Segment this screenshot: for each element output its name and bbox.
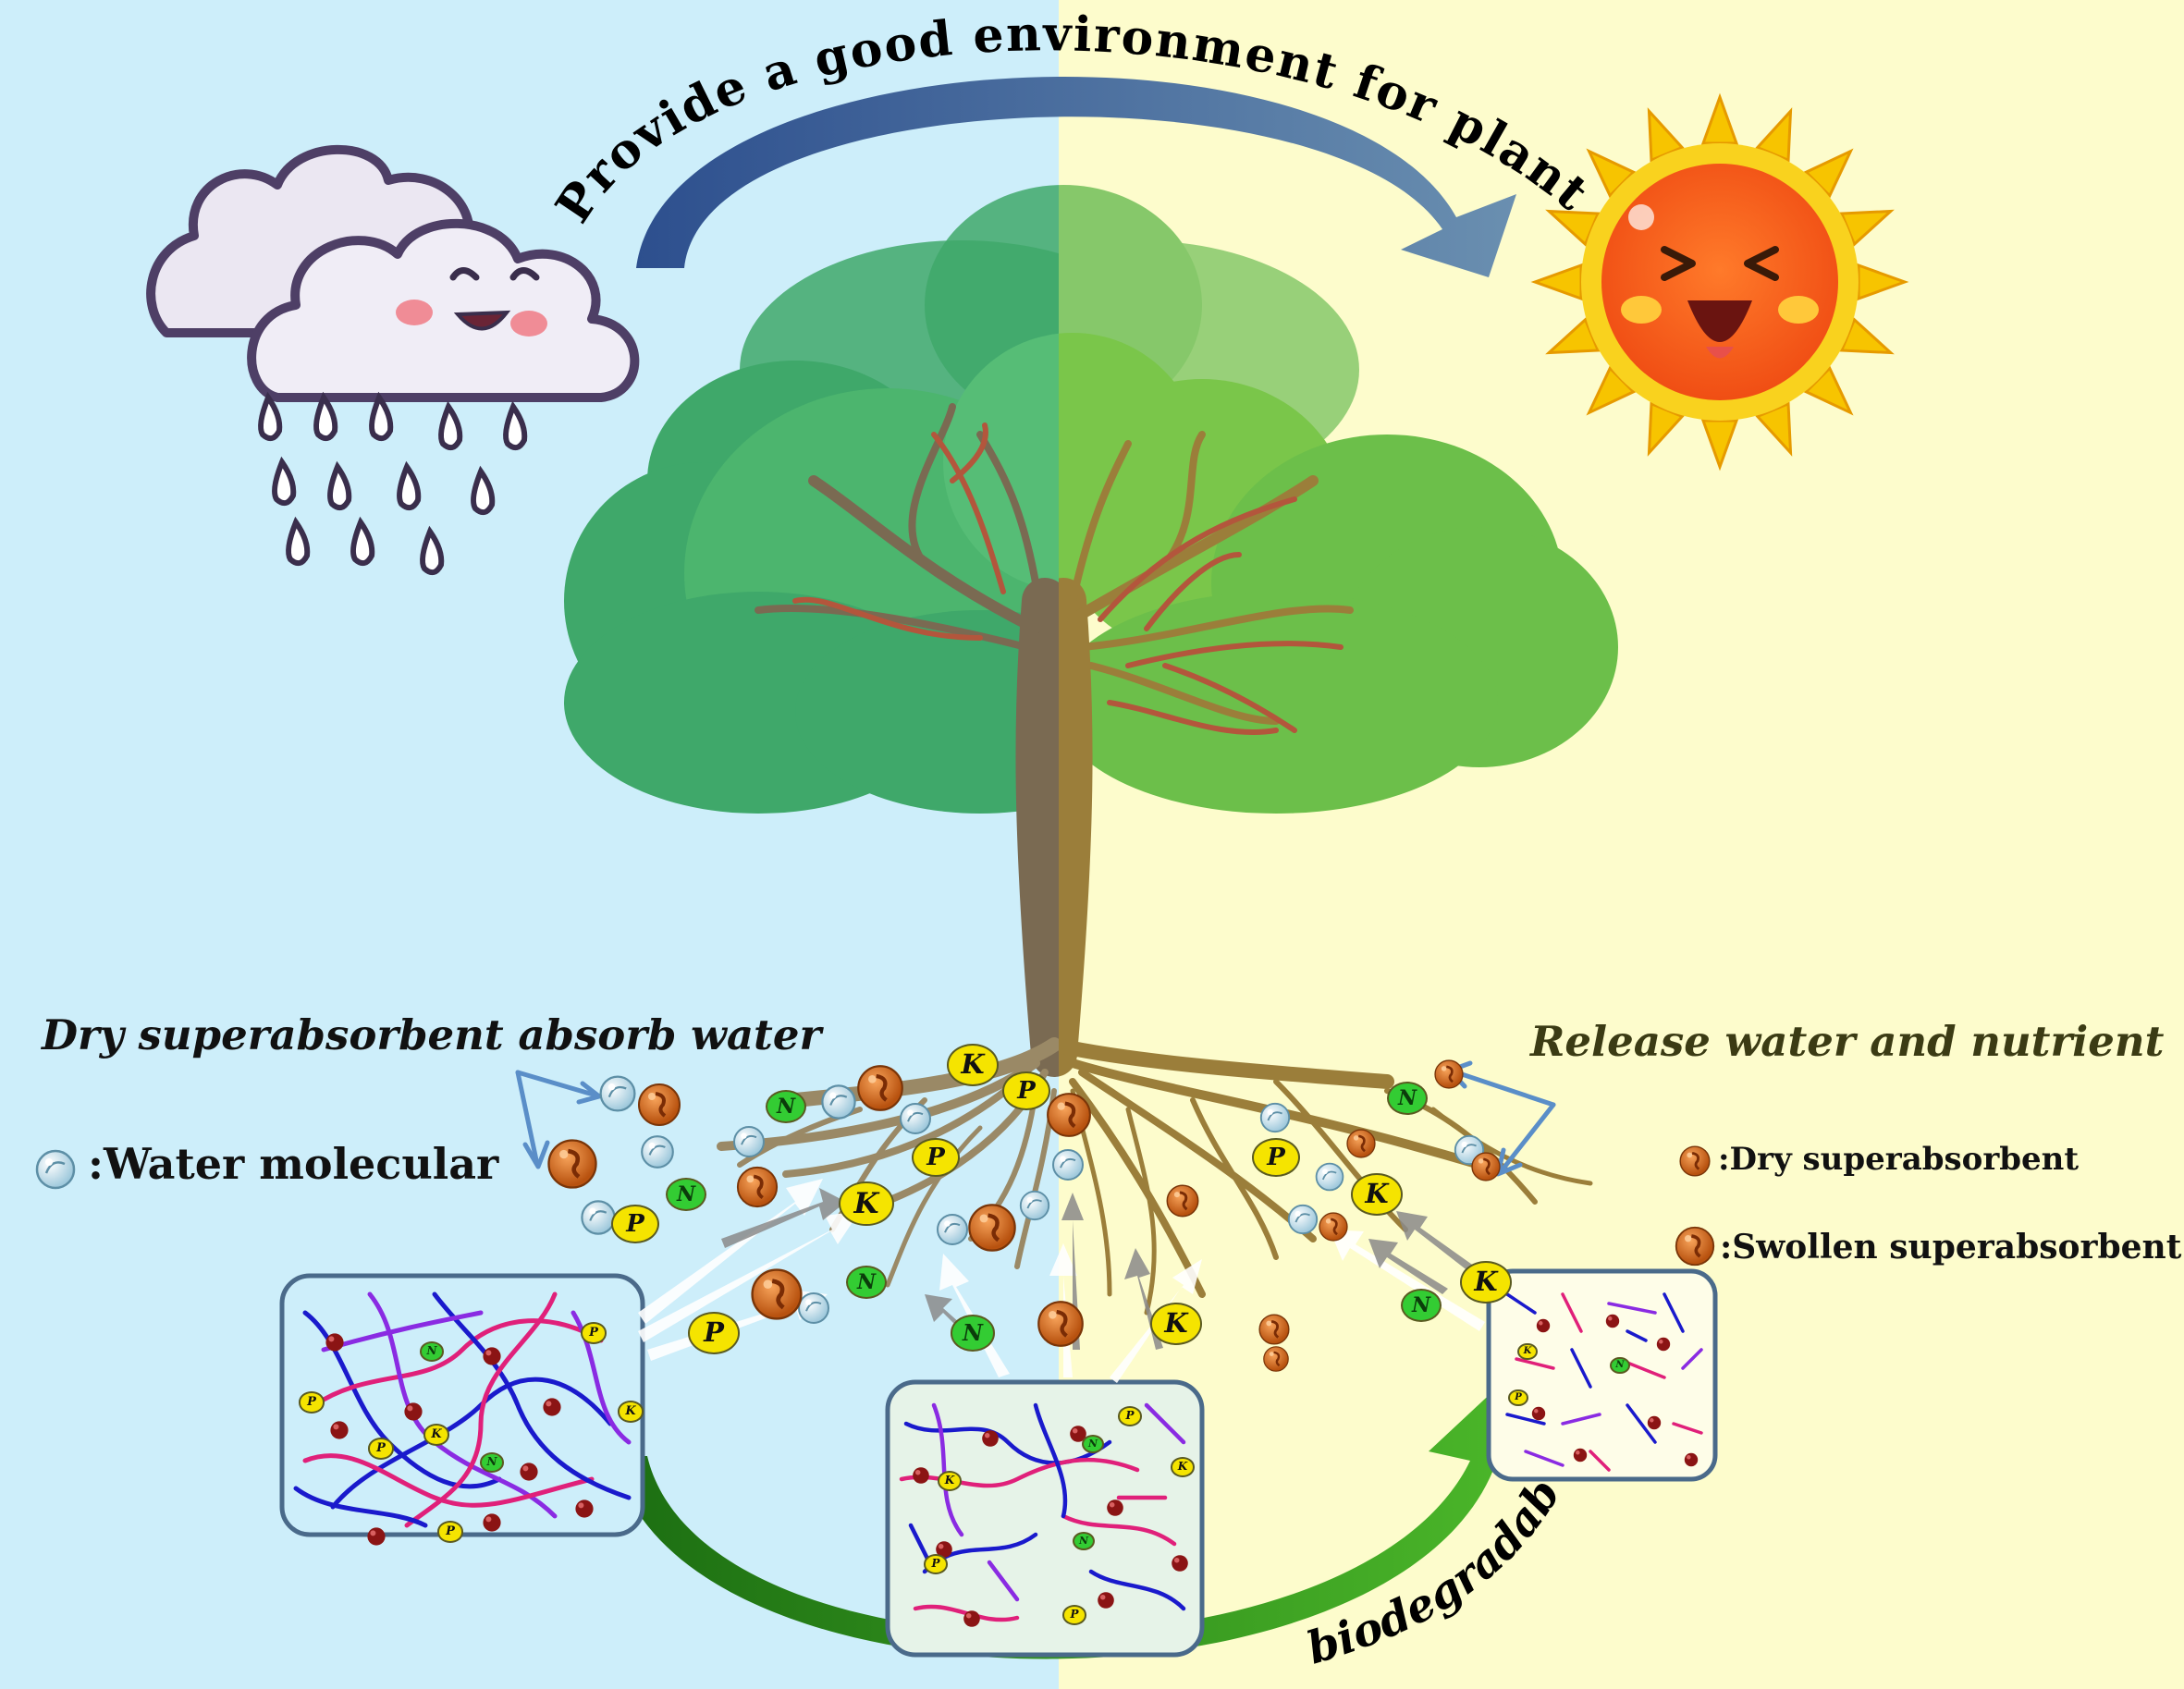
nutrient-badge-icon: N bbox=[951, 1315, 995, 1352]
nutrient-badge-icon: P bbox=[1062, 1605, 1086, 1625]
tree-icon bbox=[564, 185, 1618, 1077]
raindrop-icon bbox=[272, 456, 297, 507]
top-cycle-arrow bbox=[636, 76, 1516, 277]
nutrient-badge-icon: N bbox=[1401, 1289, 1442, 1322]
nutrient-badge-icon: P bbox=[611, 1204, 659, 1244]
bottom-cycle-label: biodegradable bbox=[0, 0, 1571, 1675]
nutrient-badge-icon: N bbox=[1073, 1532, 1095, 1550]
nutrient-badge-icon: K bbox=[1150, 1303, 1202, 1345]
top-cycle-label: Provide a good environment for plant gro… bbox=[0, 0, 1615, 235]
nutrient-badge-icon: K bbox=[618, 1401, 644, 1423]
nutrient-badge-icon: P bbox=[299, 1391, 325, 1414]
nutrient-badge-icon: P bbox=[1002, 1071, 1050, 1111]
raindrop-icon bbox=[420, 525, 445, 576]
nutrient-badge-icon: N bbox=[766, 1090, 806, 1123]
nutrient-badge-icon: K bbox=[839, 1181, 894, 1227]
raindrop-icon bbox=[350, 516, 375, 567]
nutrient-badge-icon: K bbox=[1171, 1457, 1195, 1477]
nutrient-badge-icon: P bbox=[688, 1312, 740, 1354]
nutrient-badge-icon: K bbox=[423, 1424, 449, 1446]
nutrient-badge-icon: N bbox=[846, 1266, 887, 1299]
nutrient-badge-icon: K bbox=[938, 1471, 962, 1491]
nutrient-badge-icon: P bbox=[1252, 1137, 1300, 1178]
bottom-cycle-arrow bbox=[615, 1387, 1535, 1659]
nutrient-badge-icon: N bbox=[480, 1452, 504, 1473]
release-label: Release water and nutrient bbox=[1530, 1017, 2165, 1066]
legend-swollen: :Swollen superabsorbent bbox=[1720, 1228, 2182, 1267]
nutrient-badge-icon: K bbox=[1517, 1342, 1538, 1361]
degraded-network-box bbox=[1486, 1268, 1718, 1482]
nutrient-badge-icon: N bbox=[1610, 1356, 1630, 1375]
cloud-icon bbox=[146, 144, 640, 402]
nutrient-badge-icon: P bbox=[581, 1322, 607, 1344]
raindrop-icon bbox=[369, 391, 394, 442]
nutrient-badge-icon: P bbox=[1118, 1406, 1142, 1426]
nutrient-badge-icon: N bbox=[666, 1178, 706, 1211]
legend-water: :Water molecular bbox=[88, 1139, 499, 1189]
raindrop-icon bbox=[438, 400, 463, 451]
nutrient-badge-icon: P bbox=[1508, 1389, 1528, 1407]
absorb-label: Dry superabsorbent absorb water bbox=[42, 1010, 822, 1059]
raindrop-icon bbox=[258, 391, 283, 442]
raindrop-icon bbox=[503, 400, 528, 451]
nutrient-badge-icon: N bbox=[420, 1341, 444, 1362]
raindrop-icon bbox=[397, 460, 422, 511]
raindrop-icon bbox=[327, 460, 352, 511]
nutrient-badge-icon: P bbox=[924, 1554, 948, 1574]
legend-dry: :Dry superabsorbent bbox=[1718, 1141, 2080, 1178]
nutrient-badge-icon: K bbox=[1351, 1173, 1403, 1216]
nutrient-badge-icon: P bbox=[437, 1521, 463, 1543]
raindrop-icon bbox=[286, 516, 311, 567]
sun-icon bbox=[1530, 92, 1909, 471]
nutrient-badge-icon: K bbox=[947, 1044, 999, 1086]
raindrop-icon bbox=[471, 465, 496, 516]
nutrient-badge-icon: N bbox=[1082, 1435, 1104, 1453]
raindrops bbox=[258, 391, 528, 576]
nutrient-badge-icon: P bbox=[368, 1438, 394, 1460]
nutrient-badge-icon: N bbox=[1387, 1082, 1428, 1115]
nutrient-badge-icon: K bbox=[1460, 1261, 1512, 1303]
raindrop-icon bbox=[313, 391, 338, 442]
nutrient-badge-icon: P bbox=[912, 1137, 960, 1178]
